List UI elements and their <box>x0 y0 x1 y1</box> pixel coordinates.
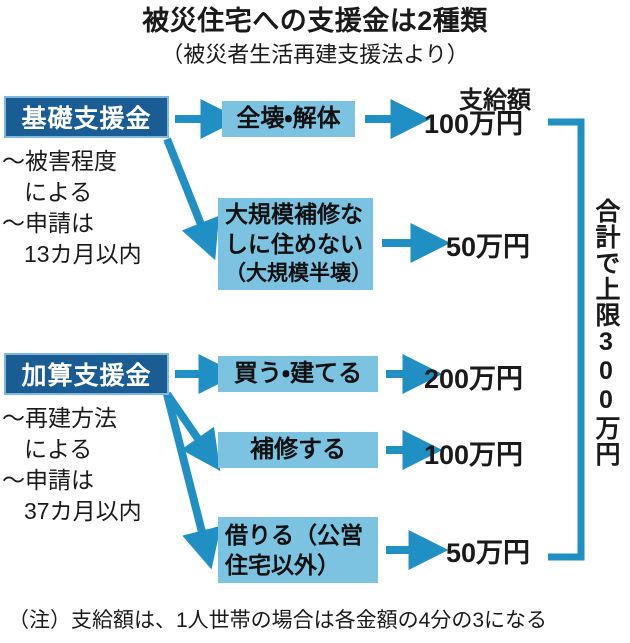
option-2-sub: （大規模半壊） <box>225 262 372 285</box>
option-box-hoshu-suru[interactable]: 補修する <box>218 432 378 468</box>
option-1-line-1: 全壊・解体 <box>236 105 341 132</box>
note-extra-2: 〜申請は 37カ月以内 <box>2 465 212 527</box>
option-box-kariru[interactable]: 借りる（公営 住宅以外） <box>218 517 378 583</box>
category-notes-extra: 〜再建方法 による 〜申請は 37カ月以内 <box>2 403 212 527</box>
note-extra-2-line1: 〜申請は <box>2 467 94 493</box>
category-label-extra: 加算支援金 <box>21 362 152 390</box>
note-extra-2-line2: 37カ月以内 <box>24 498 142 524</box>
note-extra-1-line2: による <box>24 436 93 462</box>
option-box-kau-tateru[interactable]: 買う・建てる <box>218 356 378 392</box>
option-3-line-1: 買う・建てる <box>233 360 363 387</box>
option-5-line-1: 借りる（公営 <box>225 522 363 548</box>
amount-column-header: 支給額 <box>459 87 531 114</box>
note-basic-2-line2: 13カ月以内 <box>24 241 142 267</box>
amount-daikibo-hoshu: 50万円 <box>446 231 531 262</box>
total-limit-label: 合計で上限300万円 <box>592 198 620 467</box>
category-box-basic[interactable]: 基礎支援金 <box>4 96 169 138</box>
note-basic-2: 〜申請は 13カ月以内 <box>2 208 212 270</box>
amount-kau-tateru: 200万円 <box>424 363 524 394</box>
amount-hoshu-suru: 100万円 <box>424 439 524 470</box>
note-basic-1: 〜被害程度 による <box>2 146 212 208</box>
total-bracket <box>548 118 585 561</box>
note-basic-1-line1: 〜被害程度 <box>2 148 117 174</box>
category-notes-basic: 〜被害程度 による 〜申請は 13カ月以内 <box>2 146 212 270</box>
option-box-zenkai-kaitai[interactable]: 全壊・解体 <box>222 101 355 137</box>
footnote: （注）支給額は、1人世帯の場合は各金額の4分の3になる <box>8 609 548 632</box>
option-5-line-2: 住宅以外） <box>225 552 340 578</box>
category-box-extra[interactable]: 加算支援金 <box>4 353 169 395</box>
option-2-line-1: 大規模補修な <box>225 201 363 227</box>
option-2-line-2: しに住めない <box>225 231 363 257</box>
option-box-daikibo-hoshu[interactable]: 大規模補修な しに住めない （大規模半壊） <box>218 198 373 290</box>
category-label-basic: 基礎支援金 <box>21 105 152 133</box>
page-subtitle: （被災者生活再建支援法より） <box>161 42 469 67</box>
note-extra-1-line1: 〜再建方法 <box>2 405 117 431</box>
amount-zenkai-kaitai: 100万円 <box>424 108 524 139</box>
option-4-line-1: 補修する <box>250 436 346 463</box>
amount-kariru: 50万円 <box>446 537 531 568</box>
note-basic-1-line2: による <box>24 179 93 205</box>
page-title: 被災住宅への支援金は2種類 <box>142 6 488 36</box>
note-basic-2-line1: 〜申請は <box>2 210 94 236</box>
note-extra-1: 〜再建方法 による <box>2 403 212 465</box>
